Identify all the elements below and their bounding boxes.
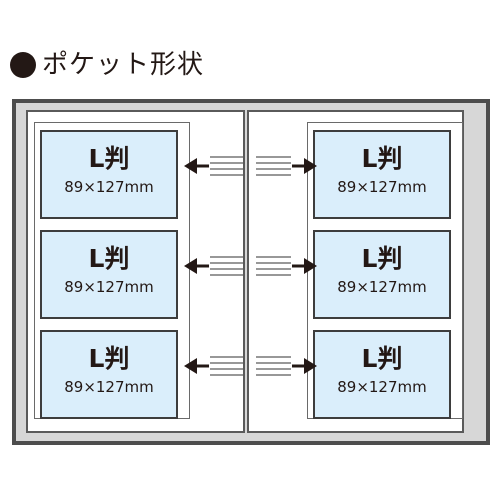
section-heading: ポケット形状 — [10, 52, 204, 78]
photo-pocket: L判 89×127mm — [313, 130, 451, 219]
photo-pocket: L判 89×127mm — [40, 330, 178, 419]
photo-pocket: L判 89×127mm — [40, 130, 178, 219]
album-diagram: L判 89×127mm L判 89×127mm L判 89×127mm L判 8… — [12, 99, 490, 445]
pocket-size: 89×127mm — [64, 178, 154, 196]
left-sleeve: L判 89×127mm L判 89×127mm L判 89×127mm — [34, 122, 190, 419]
pocket-size: 89×127mm — [64, 278, 154, 296]
pocket-label: L判 — [361, 144, 403, 173]
arrow-right-icon — [304, 158, 317, 174]
arrow-left-icon — [184, 358, 197, 374]
insertion-arrows-row-3 — [184, 356, 317, 376]
photo-pocket: L判 89×127mm — [313, 230, 451, 319]
photo-pocket: L判 89×127mm — [313, 330, 451, 419]
bullet-icon — [10, 52, 36, 78]
heading-title: ポケット形状 — [42, 50, 205, 80]
right-sleeve: L判 89×127mm L判 89×127mm L判 89×127mm — [307, 122, 463, 419]
pocket-label: L判 — [361, 344, 403, 373]
pocket-size: 89×127mm — [337, 278, 427, 296]
pocket-label: L判 — [88, 344, 130, 373]
insertion-arrows-row-2 — [184, 256, 317, 276]
photo-pocket: L判 89×127mm — [40, 230, 178, 319]
arrow-right-icon — [304, 358, 317, 374]
arrow-left-icon — [184, 258, 197, 274]
left-page: L判 89×127mm L判 89×127mm L判 89×127mm — [26, 110, 245, 433]
pocket-label: L判 — [88, 244, 130, 273]
pocket-label: L判 — [88, 144, 130, 173]
arrow-left-icon — [184, 158, 197, 174]
arrow-right-icon — [304, 258, 317, 274]
pocket-size: 89×127mm — [337, 178, 427, 196]
pocket-label: L判 — [361, 244, 403, 273]
insertion-arrows — [184, 156, 317, 376]
insertion-arrows-row-1 — [184, 156, 317, 176]
pocket-size: 89×127mm — [337, 378, 427, 396]
right-page: L判 89×127mm L判 89×127mm L判 89×127mm — [247, 110, 464, 433]
pocket-size: 89×127mm — [64, 378, 154, 396]
